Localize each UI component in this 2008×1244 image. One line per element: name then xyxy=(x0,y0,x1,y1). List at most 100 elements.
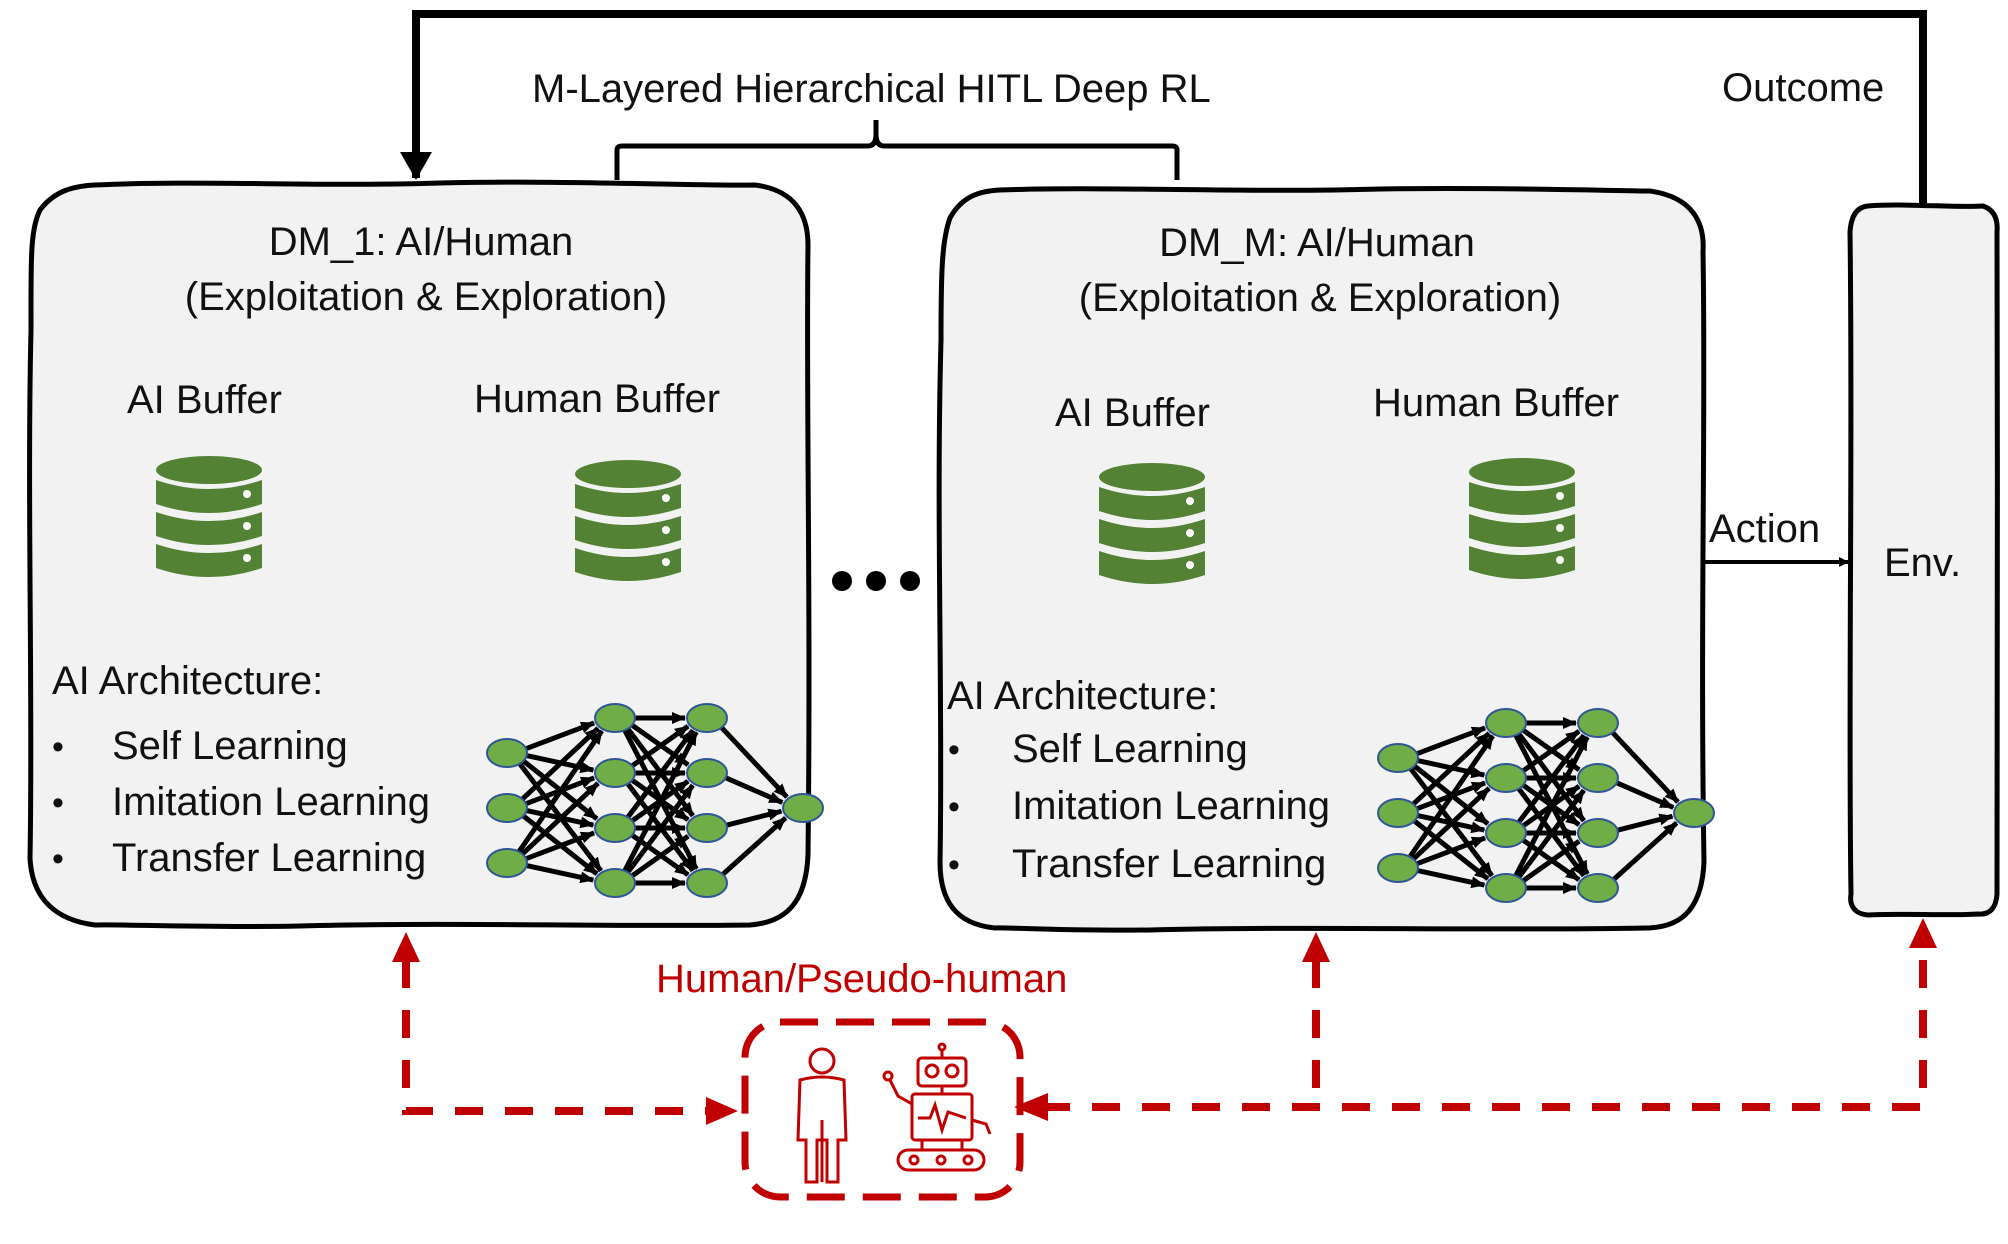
dmm-item-transfer-learning: Transfer Learning xyxy=(1012,842,1326,886)
dm1-human-link xyxy=(402,960,712,1115)
nn-edge xyxy=(520,781,600,856)
nn-edge xyxy=(525,720,596,752)
nn-node xyxy=(686,703,728,733)
nn-edge xyxy=(1411,731,1491,806)
nn-edge xyxy=(525,830,596,862)
nn-edge xyxy=(1521,729,1581,773)
dm1-bullet: • xyxy=(52,784,64,822)
dm-block-m xyxy=(936,185,1707,933)
nn-node xyxy=(1577,818,1619,848)
nn-edge xyxy=(1516,788,1586,879)
human-interaction-lines xyxy=(402,960,1927,1115)
dm1-arch-label: AI Architecture: xyxy=(52,659,323,703)
outcome-feedback-line xyxy=(412,10,1927,203)
to-human-arrowhead xyxy=(706,1097,738,1125)
human-pseudo-human-box xyxy=(741,1018,1024,1201)
nn-node xyxy=(1485,818,1527,848)
nn-edge xyxy=(516,729,604,854)
nn-node xyxy=(1577,763,1619,793)
dmm-bullet: • xyxy=(948,788,960,826)
nn-node xyxy=(782,793,824,823)
nn-node xyxy=(1485,708,1527,738)
nn-edge xyxy=(1610,730,1680,804)
nn-edge xyxy=(719,725,789,799)
hierarchy-brace xyxy=(614,120,1180,180)
env-label: Env. xyxy=(1884,541,1961,585)
nn-edge xyxy=(1411,786,1491,861)
dmm-subtitle: (Exploitation & Exploration) xyxy=(1079,276,1561,320)
ellipsis-dots xyxy=(832,571,920,591)
nn-node xyxy=(1377,743,1419,773)
nn-edge xyxy=(520,726,600,801)
dm1-item-transfer-learning: Transfer Learning xyxy=(112,836,426,880)
dmm-ai-buffer-label: AI Buffer xyxy=(1055,391,1210,435)
nn-edge xyxy=(630,834,690,878)
nn-node xyxy=(486,793,528,823)
dmm-item-self-learning: Self Learning xyxy=(1012,727,1248,771)
nn-edge xyxy=(1521,839,1581,883)
dm1-up-arrowhead xyxy=(392,932,420,962)
nn-edge xyxy=(625,783,695,874)
action-label: Action xyxy=(1709,507,1820,551)
from-env-arrowhead xyxy=(1014,1093,1048,1121)
nn-node xyxy=(1485,873,1527,903)
dmm-bullet: • xyxy=(948,846,960,884)
nn-node xyxy=(594,703,636,733)
neural-network-icon xyxy=(1377,708,1715,903)
diagram-title: M-Layered Hierarchical HITL Deep RL xyxy=(532,67,1211,111)
dm1-title: DM_1: AI/Human xyxy=(269,220,574,264)
nn-edge xyxy=(1612,820,1679,882)
nn-node xyxy=(1577,873,1619,903)
robot-icon xyxy=(882,1042,992,1172)
nn-node xyxy=(1377,853,1419,883)
nn-edge xyxy=(1407,734,1495,859)
nn-edge xyxy=(721,815,788,877)
nn-edge xyxy=(724,775,784,805)
outcome-label: Outcome xyxy=(1722,66,1884,110)
dm1-ai-buffer-label: AI Buffer xyxy=(127,378,282,422)
nn-node xyxy=(1485,763,1527,793)
nn-node xyxy=(594,868,636,898)
env-human-link xyxy=(1040,960,1927,1111)
nn-node xyxy=(686,758,728,788)
nn-node xyxy=(1673,798,1715,828)
nn-node xyxy=(486,848,528,878)
nn-edge xyxy=(1417,868,1486,889)
nn-edge xyxy=(622,730,699,872)
dm1-subtitle: (Exploitation & Exploration) xyxy=(185,275,667,319)
env-block xyxy=(1847,202,2001,918)
nn-node xyxy=(594,758,636,788)
neural-network-icon xyxy=(486,703,824,898)
dm1-item-imitation-learning: Imitation Learning xyxy=(112,780,430,824)
dm1-item-self-learning: Self Learning xyxy=(112,724,348,768)
dm1-bullet: • xyxy=(52,728,64,766)
nn-edge xyxy=(625,728,695,819)
person-icon xyxy=(796,1047,848,1184)
nn-node xyxy=(486,738,528,768)
dmm-arch-label: AI Architecture: xyxy=(947,674,1218,718)
outcome-arrowhead xyxy=(400,152,432,180)
nn-edge xyxy=(725,808,783,828)
nn-edge xyxy=(1416,835,1487,867)
human-pseudo-human-label: Human/Pseudo-human xyxy=(656,957,1067,1001)
dmm-item-imitation-learning: Imitation Learning xyxy=(1012,784,1330,828)
nn-node xyxy=(594,813,636,843)
nn-node xyxy=(1377,798,1419,828)
nn-edge xyxy=(630,724,690,768)
nn-edge xyxy=(1615,780,1675,810)
nn-node xyxy=(1577,708,1619,738)
env-up-arrowhead xyxy=(1909,918,1937,948)
nn-edge xyxy=(1416,725,1487,757)
nn-edge xyxy=(1513,735,1590,877)
nn-node xyxy=(686,868,728,898)
dmm-up-arrowhead xyxy=(1302,932,1330,962)
dm-block-1 xyxy=(27,179,812,930)
dmm-title: DM_M: AI/Human xyxy=(1159,221,1475,265)
dmm-human-buffer-label: Human Buffer xyxy=(1373,381,1619,425)
dm1-human-buffer-label: Human Buffer xyxy=(474,377,720,421)
nn-edge xyxy=(526,863,595,884)
dmm-bullet: • xyxy=(948,731,960,769)
nn-edge xyxy=(1616,813,1674,833)
dm1-bullet: • xyxy=(52,840,64,878)
